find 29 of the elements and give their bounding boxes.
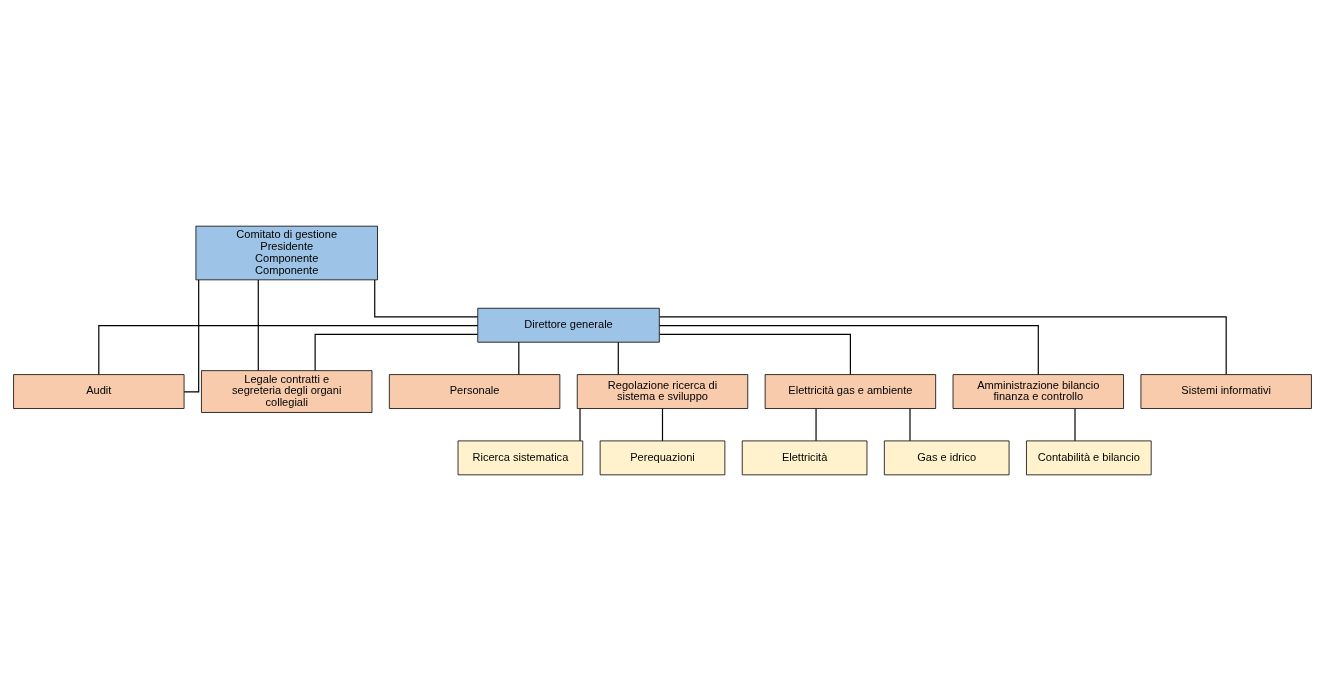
connector — [658, 324, 1039, 375]
connector — [518, 341, 520, 375]
node-box: Gas e idrico — [883, 440, 1010, 475]
node-box: Elettricità — [741, 440, 868, 475]
node-box: Legale contratti e segreteria degli organi collegiali — [201, 369, 373, 413]
connector — [183, 279, 200, 393]
connector — [257, 278, 259, 371]
node-box: Elettricità gas e ambiente — [764, 373, 937, 409]
connector — [909, 407, 911, 441]
node-box: Regolazione ricerca di sistema e sviluppo — [576, 373, 749, 409]
connector — [314, 333, 478, 371]
node-box: Amministrazione bilancio finanza e controllo — [952, 373, 1124, 409]
connector — [659, 333, 851, 375]
connector — [1074, 407, 1076, 441]
node-box: Personale — [388, 373, 561, 409]
node-box: Audit — [13, 373, 185, 409]
connector — [659, 315, 1227, 375]
node-box: Perequazioni — [599, 440, 726, 475]
node-box: Sistemi informativi — [1140, 373, 1312, 409]
node-box: Contabilità e bilancio — [1026, 440, 1152, 475]
node-box: Direttore generale — [477, 307, 660, 343]
connector — [661, 407, 664, 441]
connector — [374, 279, 479, 318]
node-box: Comitato di gestione Presidente Componente Componente — [195, 225, 378, 280]
connector — [815, 407, 817, 441]
connector — [617, 341, 619, 375]
node-box: Ricerca sistematica — [457, 440, 584, 475]
connector — [98, 324, 479, 375]
connector — [579, 407, 581, 441]
